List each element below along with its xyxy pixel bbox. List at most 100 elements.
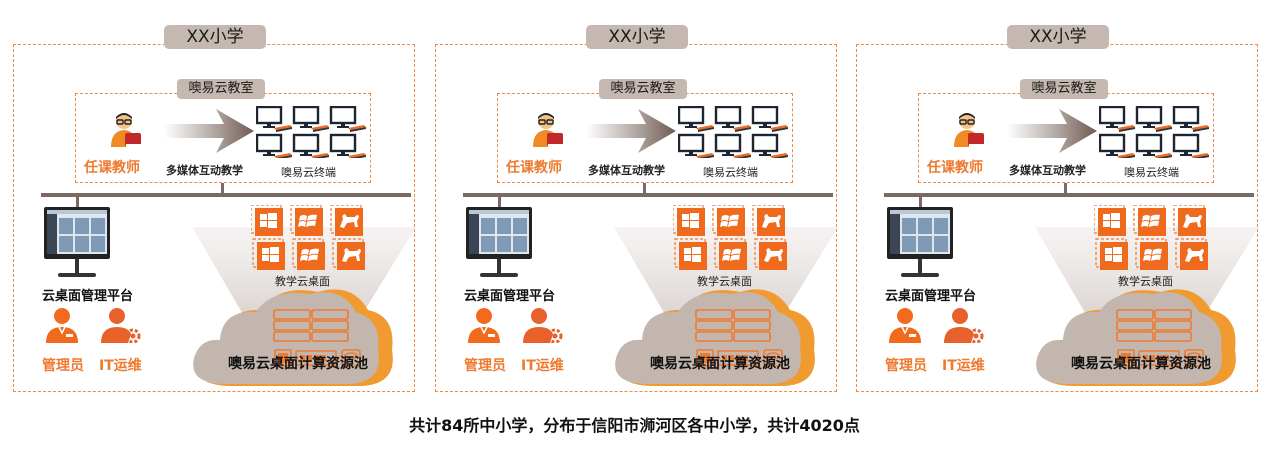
terminal-icon bbox=[678, 106, 714, 132]
terminal-icon bbox=[1099, 106, 1135, 132]
management-monitor-icon bbox=[887, 207, 953, 277]
teaching-desktop-label: 教学云桌面 bbox=[697, 275, 752, 288]
terminal-grid bbox=[678, 106, 788, 158]
connector-line bbox=[498, 195, 501, 209]
teaching-desktop-label: 教学云桌面 bbox=[275, 275, 330, 288]
cloud-classroom: 噢易云教室 任课教师 多媒体互动教学 bbox=[75, 79, 371, 183]
terminal-icon bbox=[292, 133, 329, 158]
it-ops-icon bbox=[523, 308, 563, 343]
windows10-icon bbox=[674, 238, 707, 270]
school-title: XX小学 bbox=[1007, 25, 1109, 49]
cloud-classroom: 噢易云教室 任课教师 多媒体互动教学 bbox=[497, 79, 793, 183]
arrow-icon bbox=[586, 109, 676, 153]
kylin-horse-icon bbox=[1173, 205, 1206, 236]
network-bus bbox=[463, 193, 833, 197]
terminal-icon bbox=[751, 133, 788, 158]
connector-line bbox=[643, 183, 646, 195]
network-bus bbox=[41, 193, 411, 197]
terminal-icon bbox=[256, 133, 292, 158]
connector-line bbox=[76, 195, 79, 209]
terminal-label: 噢易云终端 bbox=[1124, 166, 1179, 179]
teacher-label: 任课教师 bbox=[506, 160, 562, 176]
admin-label: 管理员 bbox=[42, 358, 84, 374]
terminal-icon bbox=[1135, 106, 1172, 132]
connector-line bbox=[919, 195, 922, 209]
school-title: XX小学 bbox=[164, 25, 266, 49]
terminal-icon bbox=[329, 106, 366, 132]
kylin-horse-icon bbox=[754, 238, 787, 270]
admin-label: 管理员 bbox=[464, 358, 506, 374]
teacher-icon bbox=[954, 113, 984, 147]
kylin-horse-icon bbox=[332, 238, 365, 270]
windows10-icon bbox=[673, 205, 705, 236]
teacher-label: 任课教师 bbox=[927, 160, 983, 176]
arrow-icon bbox=[164, 109, 254, 153]
terminal-icon bbox=[751, 106, 788, 132]
classroom-title: 噢易云教室 bbox=[599, 79, 687, 99]
teaching-desktop-label: 教学云桌面 bbox=[1118, 275, 1173, 288]
management-platform-label: 云桌面管理平台 bbox=[464, 289, 556, 304]
classroom-title: 噢易云教室 bbox=[177, 79, 265, 99]
admin-icon bbox=[468, 308, 500, 343]
school-panel: XX小学 噢易云教室 任课教师 bbox=[13, 25, 416, 392]
resource-pool-label: 噢易云桌面计算资源池 bbox=[1071, 356, 1211, 372]
desktop-os-grid bbox=[1094, 205, 1208, 270]
multimedia-label: 多媒体互动教学 bbox=[1009, 164, 1086, 177]
windows10-icon bbox=[252, 238, 285, 270]
terminal-label: 噢易云终端 bbox=[281, 166, 336, 179]
windows-xp-icon bbox=[290, 205, 323, 236]
terminal-icon bbox=[714, 106, 751, 132]
terminal-icon bbox=[292, 106, 329, 132]
teacher-label: 任课教师 bbox=[84, 160, 140, 176]
kylin-horse-icon bbox=[1175, 238, 1208, 270]
teacher-icon bbox=[533, 113, 563, 147]
resource-pool-cloud bbox=[193, 289, 393, 386]
school-panel: XX小学 噢易云教室 任课教师 bbox=[435, 25, 838, 392]
school-panel: XX小学 噢易云教室 任课教师 bbox=[856, 25, 1259, 392]
windows-xp-icon bbox=[292, 238, 325, 270]
windows10-icon bbox=[1095, 238, 1128, 270]
management-platform-label: 云桌面管理平台 bbox=[42, 289, 134, 304]
windows-xp-icon bbox=[712, 205, 745, 236]
windows-xp-icon bbox=[1135, 238, 1168, 270]
classroom-title: 噢易云教室 bbox=[1020, 79, 1108, 99]
it-ops-label: IT运维 bbox=[942, 358, 985, 374]
teacher-icon bbox=[111, 113, 141, 147]
desktop-os-grid bbox=[673, 205, 787, 270]
it-ops-label: IT运维 bbox=[99, 358, 142, 374]
terminal-icon bbox=[678, 133, 714, 158]
arrow-icon bbox=[1007, 109, 1097, 153]
cloud-classroom: 噢易云教室 任课教师 多媒体互动教学 bbox=[918, 79, 1214, 183]
connector-line bbox=[1064, 183, 1067, 195]
admin-label: 管理员 bbox=[885, 358, 927, 374]
admin-icon bbox=[889, 308, 921, 343]
windows10-icon bbox=[1094, 205, 1126, 236]
admin-icon bbox=[46, 308, 78, 343]
kylin-horse-icon bbox=[330, 205, 363, 236]
terminal-icon bbox=[1099, 133, 1135, 158]
multimedia-label: 多媒体互动教学 bbox=[166, 164, 243, 177]
windows-xp-icon bbox=[714, 238, 747, 270]
kylin-horse-icon bbox=[752, 205, 785, 236]
management-monitor-icon bbox=[44, 207, 110, 277]
multimedia-label: 多媒体互动教学 bbox=[588, 164, 665, 177]
resource-pool-cloud bbox=[615, 289, 815, 386]
terminal-icon bbox=[1135, 133, 1172, 158]
network-bus bbox=[884, 193, 1254, 197]
summary-caption: 共计84所中小学，分布于信阳市浉河区各中小学，共计4020点 bbox=[409, 416, 860, 435]
terminal-grid bbox=[256, 106, 366, 158]
resource-pool-label: 噢易云桌面计算资源池 bbox=[650, 356, 790, 372]
management-monitor-icon bbox=[466, 207, 532, 277]
terminal-icon bbox=[714, 133, 751, 158]
terminal-icon bbox=[1172, 106, 1209, 132]
it-ops-icon bbox=[101, 308, 141, 343]
it-ops-label: IT运维 bbox=[521, 358, 564, 374]
terminal-icon bbox=[1172, 133, 1209, 158]
school-title: XX小学 bbox=[586, 25, 688, 49]
windows10-icon bbox=[251, 205, 283, 236]
terminal-icon bbox=[256, 106, 292, 132]
terminal-grid bbox=[1099, 106, 1209, 158]
connector-line bbox=[221, 183, 224, 195]
resource-pool-label: 噢易云桌面计算资源池 bbox=[228, 356, 368, 372]
windows-xp-icon bbox=[1133, 205, 1166, 236]
